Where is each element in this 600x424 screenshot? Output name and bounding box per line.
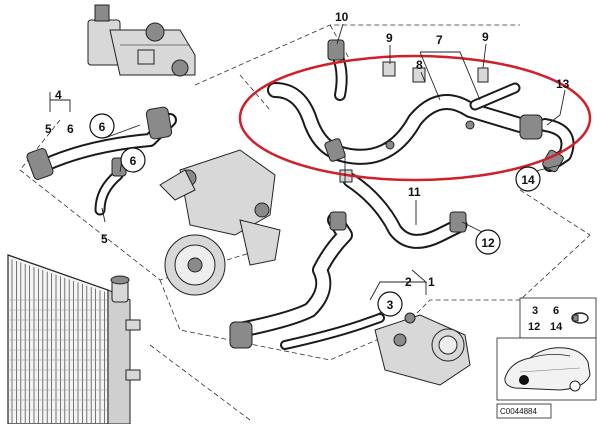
water-pump bbox=[159, 149, 281, 296]
thermostat-housing bbox=[87, 4, 196, 77]
label-14: 14 bbox=[521, 173, 535, 187]
label-13: 13 bbox=[556, 77, 570, 91]
kit-label-a: 3 bbox=[532, 305, 538, 317]
label-6a: 6 bbox=[67, 122, 74, 136]
highlight-ellipse bbox=[238, 54, 592, 182]
kit-label-d: 14 bbox=[550, 321, 563, 333]
label-6c: 6 bbox=[130, 154, 137, 168]
auxiliary-pump bbox=[374, 312, 471, 386]
dashed-assembly-lines bbox=[19, 24, 591, 421]
label-7: 7 bbox=[436, 33, 443, 47]
clamps bbox=[26, 39, 564, 349]
label-5a: 5 bbox=[45, 122, 52, 136]
circled-callouts: 6 6 14 12 3 bbox=[89, 113, 541, 317]
label-4: 4 bbox=[55, 88, 62, 102]
catalog-code: C0044884 bbox=[500, 407, 537, 416]
label-6b: 6 bbox=[99, 120, 106, 134]
kit-label-b: 6 bbox=[553, 305, 559, 317]
label-11: 11 bbox=[408, 185, 421, 199]
hoses bbox=[38, 44, 575, 350]
callout-labels: 10 9 7 9 8 13 4 5 6 5 11 2 1 bbox=[45, 10, 570, 289]
label-9a: 9 bbox=[386, 31, 393, 45]
label-9b: 9 bbox=[482, 30, 489, 44]
label-10: 10 bbox=[335, 10, 349, 24]
label-12: 12 bbox=[481, 236, 495, 250]
label-3: 3 bbox=[387, 298, 394, 312]
label-1: 1 bbox=[428, 275, 435, 289]
radiator bbox=[7, 254, 141, 424]
label-8: 8 bbox=[416, 58, 423, 72]
kit-box: 3 6 12 14 bbox=[519, 297, 597, 339]
vehicle-locator bbox=[496, 337, 597, 401]
label-5b: 5 bbox=[101, 232, 108, 246]
label-2: 2 bbox=[405, 275, 412, 289]
kit-label-c: 12 bbox=[528, 321, 540, 333]
